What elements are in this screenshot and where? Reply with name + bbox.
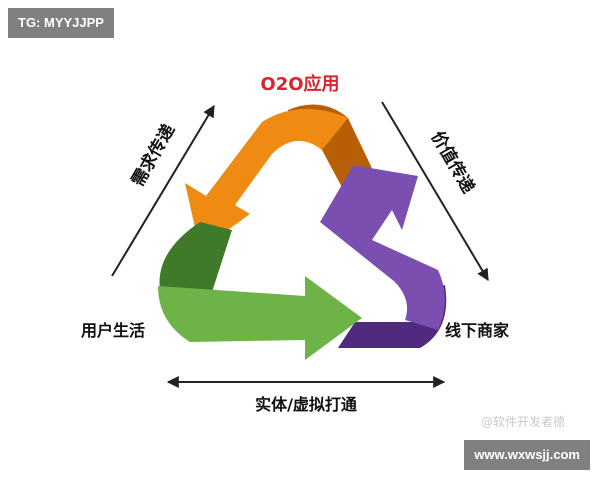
- footer-badge: www.wxwsjj.com: [464, 440, 590, 470]
- green-cycle-arrow: [158, 222, 362, 360]
- header-badge: TG: MYYJJPP: [8, 8, 114, 38]
- left-edge-label: 需求传递: [127, 121, 179, 190]
- purple-arrow-shadow: [338, 285, 447, 348]
- watermark-text: @软件开发者德: [481, 414, 565, 429]
- orange-arrow-body: [185, 108, 348, 250]
- purple-arrow-body: [320, 163, 445, 330]
- green-arrow-body: [158, 276, 362, 360]
- left-edge-arrow: [111, 104, 215, 277]
- right-edge-label: 价值传递: [427, 128, 479, 197]
- bottom-edge-label: 实体/虚拟打通: [255, 395, 357, 414]
- purple-cycle-arrow: [320, 163, 447, 348]
- bottom-left-label: 用户生活: [81, 321, 145, 340]
- right-edge-arrow: [381, 101, 489, 282]
- green-arrow-shadow: [159, 222, 232, 292]
- bottom-right-label: 线下商家: [445, 321, 510, 340]
- top-label: O2O应用: [260, 73, 339, 95]
